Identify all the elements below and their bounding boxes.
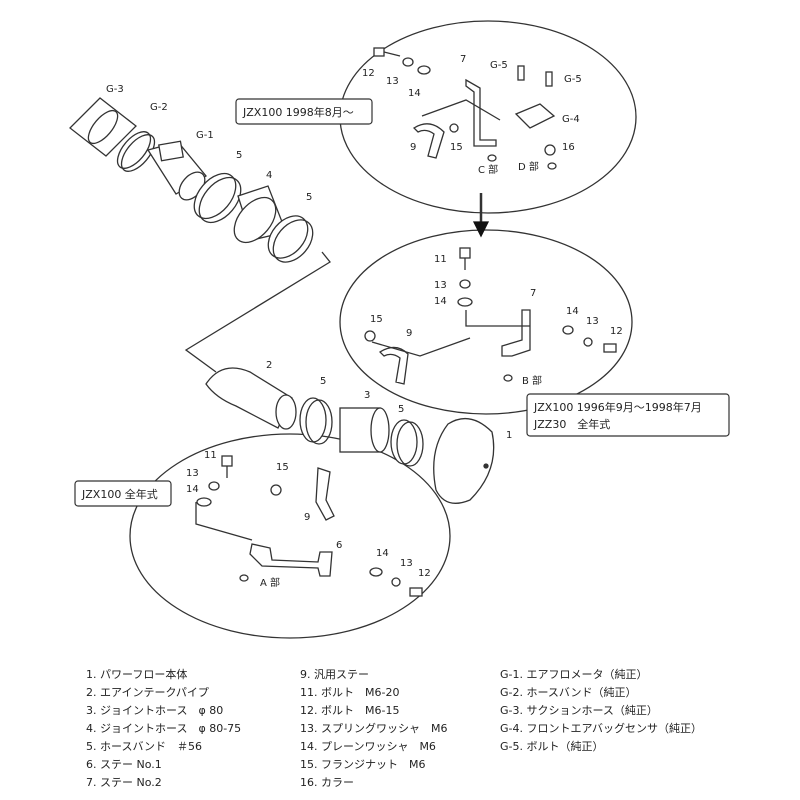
svg-text:C 部: C 部 xyxy=(478,163,498,176)
hose-band-5-lower-left xyxy=(299,397,333,445)
svg-text:14: 14 xyxy=(434,296,447,307)
legend-item: 13. スプリングワッシャ M6 xyxy=(300,722,448,735)
svg-text:G-5: G-5 xyxy=(490,60,508,71)
legend-item: 15. フランジナット M6 xyxy=(300,758,426,771)
legend-item: 2. エアインテークパイプ xyxy=(86,686,209,699)
svg-text:5: 5 xyxy=(236,150,242,161)
svg-text:15: 15 xyxy=(276,462,289,473)
svg-text:5: 5 xyxy=(306,192,312,203)
hose-band-5-upper-left xyxy=(193,172,242,224)
callout-b-line1: JZX100 1996年9月～1998年7月 xyxy=(533,400,702,414)
svg-text:G-4: G-4 xyxy=(562,114,580,125)
svg-text:13: 13 xyxy=(186,468,199,479)
svg-text:12: 12 xyxy=(362,68,375,79)
legend-item: 12. ボルト M6-15 xyxy=(300,704,400,717)
legend-column-2: 9. 汎用ステー 11. ボルト M6-20 12. ボルト M6-15 13.… xyxy=(300,666,447,792)
legend-item: 5. ホースバンド ＃56 xyxy=(86,740,202,753)
svg-text:12: 12 xyxy=(610,326,623,337)
detail-a-parts xyxy=(195,455,423,597)
svg-text:14: 14 xyxy=(376,548,389,559)
svg-text:G-1: G-1 xyxy=(196,130,214,141)
callout-c: JZX100 1998年8月～ xyxy=(242,105,354,119)
svg-text:5: 5 xyxy=(398,404,404,415)
svg-text:14: 14 xyxy=(408,88,421,99)
svg-text:13: 13 xyxy=(400,558,413,569)
legend-item: 9. 汎用ステー xyxy=(300,668,369,681)
legend-item: G-5. ボルト（純正） xyxy=(500,740,604,753)
svg-text:14: 14 xyxy=(186,484,199,495)
callout-box-b xyxy=(526,393,730,437)
svg-text:12: 12 xyxy=(418,568,431,579)
svg-text:B 部: B 部 xyxy=(522,374,542,387)
exploded-parts-diagram: JZX100 1998年8月～ JZX100 1996年9月～1998年7月 J… xyxy=(69,20,730,639)
detail-c-parts xyxy=(373,47,557,170)
part-labels: G-3 G-2 G-1 5 4 5 2 5 3 5 1 12 13 14 7 G… xyxy=(106,54,623,589)
guide-line xyxy=(184,251,331,373)
hose-band-5-lower-right xyxy=(390,419,424,467)
joint-hose-4 xyxy=(233,185,287,244)
legend-item: G-1. エアフロメータ（純正） xyxy=(500,668,648,681)
callout-box-a xyxy=(74,480,172,507)
svg-text:A 部: A 部 xyxy=(260,576,280,589)
svg-text:7: 7 xyxy=(460,54,466,65)
power-flow-body-1 xyxy=(433,417,495,504)
detail-ellipse-a xyxy=(129,433,451,639)
hose-band-g2 xyxy=(116,131,156,172)
joint-hose-3 xyxy=(339,407,390,453)
detail-ellipse-b xyxy=(339,229,633,415)
legend-item: 6. ステー No.1 xyxy=(86,758,162,771)
svg-text:6: 6 xyxy=(336,540,342,551)
svg-text:13: 13 xyxy=(586,316,599,327)
svg-text:13: 13 xyxy=(434,280,447,291)
svg-text:16: 16 xyxy=(562,142,575,153)
legend-column-1: 1. パワーフロー本体 2. エアインテークパイプ 3. ジョイントホース φ … xyxy=(86,666,241,792)
svg-text:4: 4 xyxy=(266,170,272,181)
detail-b-parts xyxy=(364,247,617,385)
legend-item: G-2. ホースバンド（純正） xyxy=(500,686,637,699)
legend-item: 7. ステー No.2 xyxy=(86,776,162,789)
svg-text:G-3: G-3 xyxy=(106,84,124,95)
svg-text:G-2: G-2 xyxy=(150,102,168,113)
svg-text:14: 14 xyxy=(566,306,579,317)
svg-text:15: 15 xyxy=(450,142,463,153)
svg-text:3: 3 xyxy=(364,390,370,401)
svg-text:7: 7 xyxy=(530,288,536,299)
callout-box-c xyxy=(235,98,373,125)
svg-text:D 部: D 部 xyxy=(518,160,539,173)
legend-item: 4. ジョイントホース φ 80-75 xyxy=(86,722,242,735)
legend-item: 11. ボルト M6-20 xyxy=(300,686,400,699)
legend-item: 14. プレーンワッシャ M6 xyxy=(300,740,436,753)
legend-item: 1. パワーフロー本体 xyxy=(86,668,188,681)
svg-text:13: 13 xyxy=(386,76,399,87)
legend-item: G-3. サクションホース（純正） xyxy=(500,704,658,717)
intake-pipe-2 xyxy=(205,367,297,430)
svg-text:9: 9 xyxy=(406,328,412,339)
legend-item: G-4. フロントエアバッグセンサ（純正） xyxy=(500,722,703,735)
svg-text:2: 2 xyxy=(266,360,272,371)
callout-a: JZX100 全年式 xyxy=(81,487,158,501)
svg-text:9: 9 xyxy=(410,142,416,153)
svg-text:1: 1 xyxy=(506,430,512,441)
callout-b-line2: JZZ30 全年式 xyxy=(533,417,610,431)
svg-text:G-5: G-5 xyxy=(564,74,582,85)
legend-item: 3. ジョイントホース φ 80 xyxy=(86,704,224,717)
legend-column-3: G-1. エアフロメータ（純正） G-2. ホースバンド（純正） G-3. サク… xyxy=(500,666,702,756)
suction-hose-g3 xyxy=(69,97,137,157)
svg-text:15: 15 xyxy=(370,314,383,325)
svg-text:5: 5 xyxy=(320,376,326,387)
svg-text:11: 11 xyxy=(434,254,447,265)
hose-band-5-upper-right xyxy=(267,215,314,263)
legend-item: 16. カラー xyxy=(300,776,354,789)
svg-text:9: 9 xyxy=(304,512,310,523)
svg-text:11: 11 xyxy=(204,450,217,461)
